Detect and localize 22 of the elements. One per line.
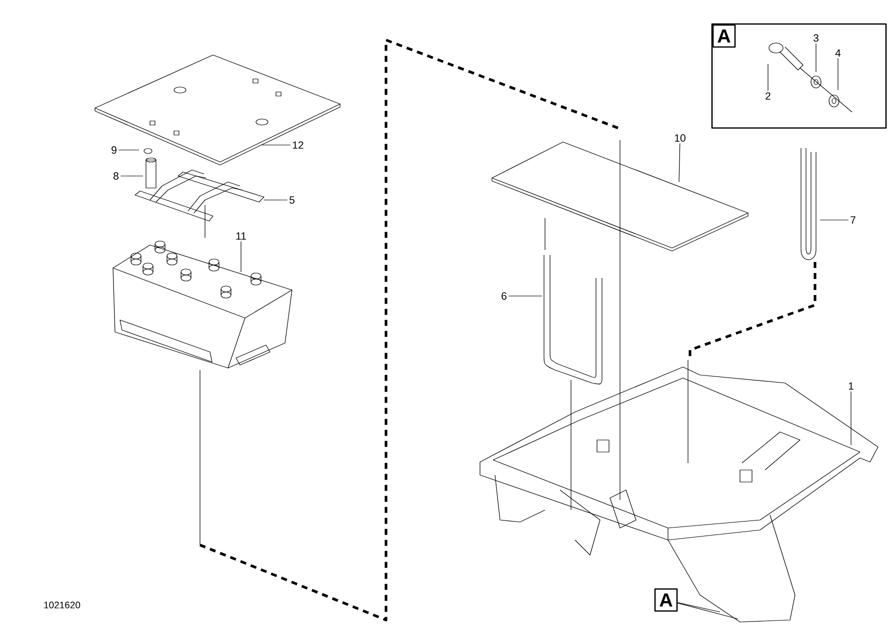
callout-number: 6 — [502, 292, 506, 300]
leader-line — [240, 241, 242, 272]
leader-line — [678, 143, 680, 182]
callout-number: 12 — [292, 141, 304, 149]
callout-number: 1 — [848, 382, 854, 390]
callout-number: 9 — [112, 146, 116, 154]
callout-number: 5 — [290, 196, 294, 204]
callout-number: 10 — [674, 134, 686, 142]
leader-line — [262, 144, 291, 146]
inset-frame — [711, 23, 887, 129]
drawing-number: 1021620 — [44, 602, 80, 608]
leader-line — [677, 602, 720, 612]
callout-number: 11 — [236, 232, 246, 240]
callout-number: 7 — [850, 216, 856, 224]
leader-line — [677, 602, 738, 620]
callout-number: 2 — [766, 92, 770, 100]
leader-line — [850, 391, 852, 446]
callout-number: 8 — [114, 172, 118, 180]
view-label: A — [712, 24, 736, 48]
view-label: A — [654, 588, 678, 612]
callout-number: 3 — [813, 34, 818, 42]
callout-number: 4 — [835, 49, 841, 57]
